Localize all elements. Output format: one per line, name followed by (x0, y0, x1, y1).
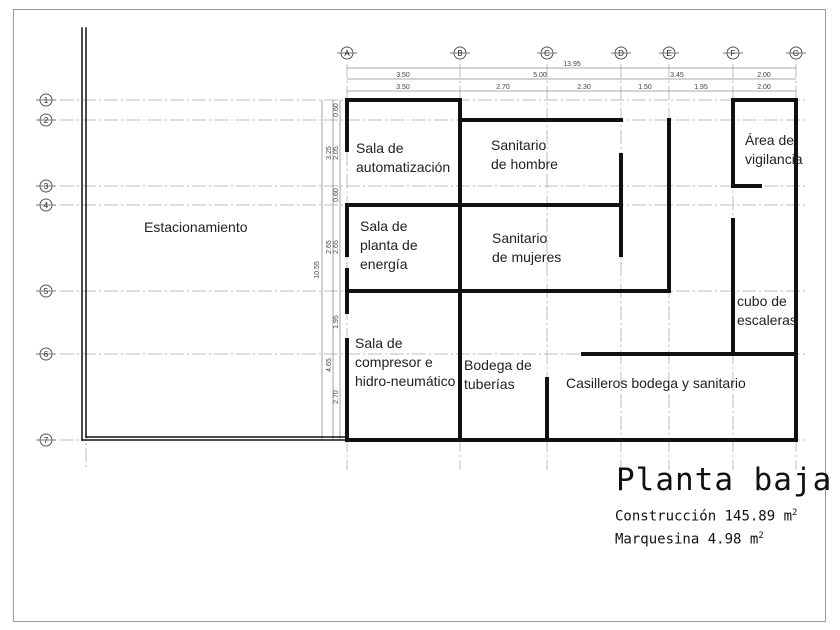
svg-text:7: 7 (44, 436, 49, 445)
area-marquesina-unit-exp: 2 (758, 530, 764, 541)
room-sala-automatizacion: Sala de automatización (356, 140, 451, 175)
grid-bubble-1: 1 (36, 93, 56, 107)
dim-left-7: 1.95 (333, 315, 340, 329)
grid-bubble-D: D (611, 46, 631, 60)
area-marquesina-label: Marquesina (615, 531, 700, 548)
dim-top-1: 3.50 (396, 72, 410, 79)
dim-left-4: 0.60 (333, 188, 340, 202)
svg-text:B: B (457, 49, 462, 58)
dimension-texts: 13.95 3.50 5.00 3.45 2.00 3.50 2.70 2.30… (314, 61, 771, 404)
grid-bubble-4: 4 (36, 198, 56, 212)
svg-text:6: 6 (44, 350, 49, 359)
dim-top2-5: 1.95 (694, 84, 708, 91)
svg-text:5: 5 (44, 287, 49, 296)
dim-top-3: 3.45 (670, 72, 684, 79)
area-construccion: Construcción 145.89 m2 (615, 508, 832, 525)
svg-text:A: A (344, 49, 350, 58)
svg-text:2: 2 (44, 116, 49, 125)
dimension-lines (321, 67, 796, 440)
dim-top2-4: 1.50 (638, 84, 652, 91)
dim-top-4: 2.00 (757, 72, 771, 79)
walls (81, 27, 798, 442)
dim-left-overall: 10.55 (314, 261, 321, 279)
area-construccion-unit-exp: 2 (792, 508, 798, 518)
svg-text:3: 3 (44, 182, 49, 191)
room-area-vigilancia: Área de vigilancia (745, 132, 803, 167)
dim-overall: 13.95 (563, 61, 581, 68)
sheet-title: Planta baja (616, 462, 833, 498)
grid-bubble-2: 2 (36, 113, 56, 127)
dim-left-5: 2.65 (326, 240, 333, 254)
area-construccion-label: Construcción (615, 508, 717, 525)
svg-text:F: F (731, 49, 736, 58)
grid-bubble-G: G (786, 46, 806, 60)
grid-bubble-F: F (723, 46, 743, 60)
drawing-sheet-border (13, 9, 826, 622)
room-estacionamiento: Estacionamiento (144, 219, 248, 235)
grid-bubble-C: C (537, 46, 557, 60)
room-cubo-escaleras: cubo de escaleras (737, 293, 797, 328)
dim-top2-3: 2.30 (577, 84, 591, 91)
grid-bubble-5: 5 (36, 284, 56, 298)
svg-text:E: E (666, 49, 671, 58)
dim-left-1: 0.60 (333, 103, 340, 117)
grid-bubbles-columns: A B C D E F G (337, 46, 806, 60)
grid-bubble-6: 6 (36, 347, 56, 361)
dim-top-2: 5.00 (533, 72, 547, 79)
svg-text:1: 1 (44, 96, 49, 105)
title-block: Planta baja Construcción 145.89 m2 Marqu… (615, 462, 832, 547)
svg-text:C: C (544, 49, 550, 58)
grid-bubble-7: 7 (36, 433, 56, 447)
room-sala-planta-energia: Sala de planta de energía (360, 218, 418, 272)
room-bodega-tuberias: Bodega de tuberías (464, 357, 532, 392)
dim-left-2: 3.25 (326, 146, 333, 160)
area-construccion-value: 145.89 m (724, 508, 793, 525)
dim-left-9: 2.70 (333, 390, 340, 404)
dim-left-6: 2.65 (333, 240, 340, 254)
dim-top2-6: 2.00 (757, 84, 771, 91)
dim-left-3: 2.05 (333, 146, 340, 160)
svg-text:4: 4 (44, 201, 49, 210)
dim-top2-1: 3.50 (396, 84, 410, 91)
grid-bubble-E: E (659, 46, 679, 60)
svg-text:G: G (793, 49, 799, 58)
room-sanitario-mujeres: Sanitario de mujeres (492, 230, 562, 265)
area-marquesina: Marquesina 4.98 m2 (615, 531, 832, 548)
dim-left-8: 4.65 (326, 358, 333, 372)
room-sanitario-hombre: Sanitario de hombre (491, 137, 558, 172)
room-sala-compresor: Sala de compresor e hidro-neumático (355, 335, 456, 389)
area-marquesina-value: 4.98 m (707, 531, 759, 548)
grid-bubble-A: A (337, 46, 357, 60)
grid-lines (60, 64, 805, 470)
grid-bubble-B: B (450, 46, 470, 60)
svg-text:D: D (618, 49, 624, 58)
grid-bubbles-rows: 1 2 3 4 5 6 7 (36, 93, 56, 447)
dim-top2-2: 2.70 (496, 84, 510, 91)
room-casilleros: Casilleros bodega y sanitario (566, 375, 746, 391)
grid-bubble-3: 3 (36, 179, 56, 193)
